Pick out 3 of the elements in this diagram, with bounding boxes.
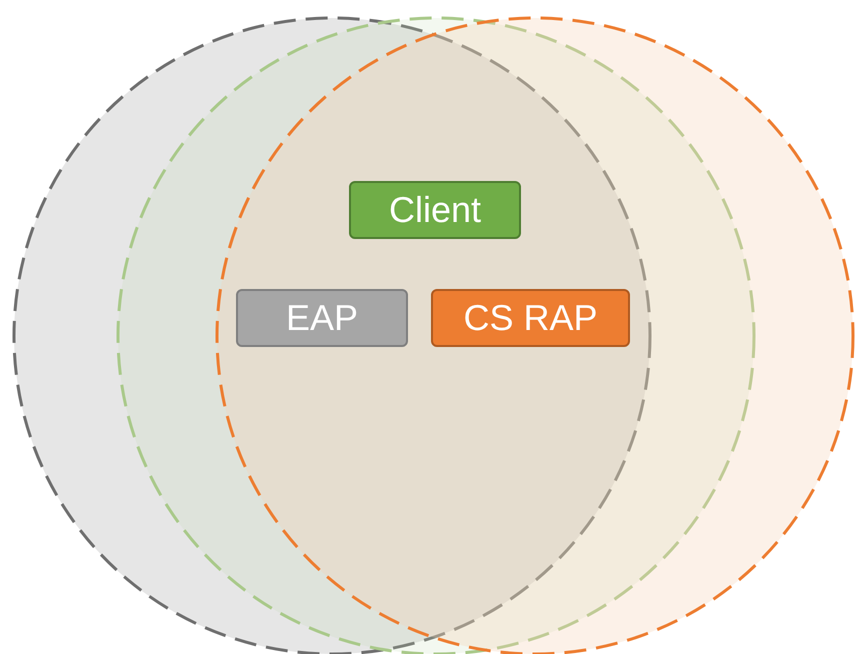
- role-tag: CS RAP: [431, 289, 630, 347]
- role-tag: Client: [349, 181, 521, 239]
- role-tag: EAP: [236, 289, 408, 347]
